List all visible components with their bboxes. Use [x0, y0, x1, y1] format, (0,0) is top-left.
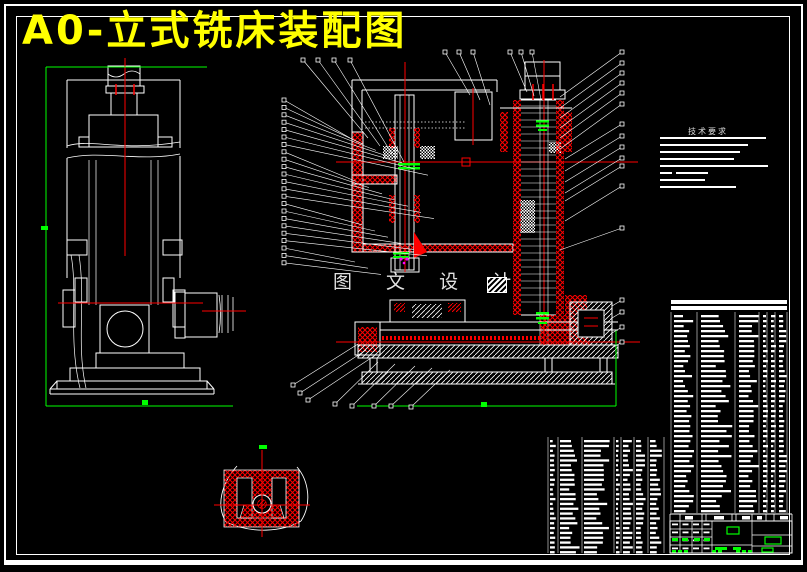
tech-requirements-heading: 技术要求	[688, 127, 728, 136]
front-view	[49, 65, 234, 395]
watermark-text: 图 文 设 计	[333, 271, 526, 293]
dimension-marks	[41, 120, 549, 449]
column-rungs	[521, 105, 556, 303]
highlight-dots	[399, 257, 409, 265]
parts-list-table-bottom	[547, 437, 665, 554]
balloon-leaders	[281, 49, 625, 410]
detail-view	[214, 450, 310, 537]
watermark-logo-icon	[487, 277, 507, 293]
tech-requirements-block	[660, 137, 768, 188]
section-view	[351, 61, 619, 385]
drawing-title: A0-立式铣床装配图	[22, 8, 408, 54]
title-block	[669, 513, 793, 554]
front-view-centerlines	[58, 58, 246, 312]
parts-list-table-right	[670, 300, 788, 513]
